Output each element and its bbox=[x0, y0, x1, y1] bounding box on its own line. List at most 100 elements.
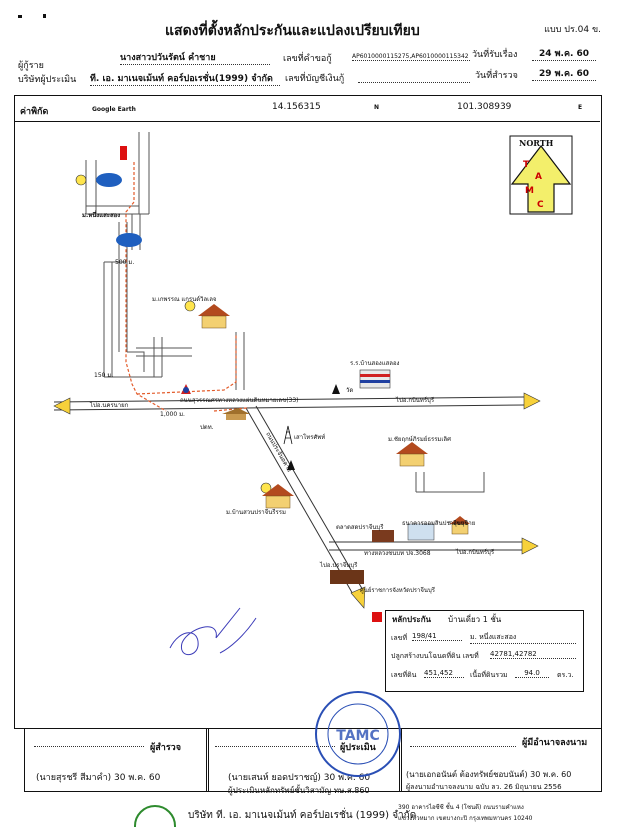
signature-line bbox=[215, 746, 335, 747]
coord-source: Google Earth bbox=[92, 106, 136, 113]
received-date-label: วันที่รับเรื่อง bbox=[472, 50, 518, 60]
route-dashed bbox=[125, 162, 248, 412]
legend-land-label: เลขที่ดิน bbox=[391, 671, 417, 679]
petrol-station-icon bbox=[181, 384, 191, 394]
legend-land-value: 451,452 bbox=[424, 669, 464, 678]
comp-marker-2 bbox=[184, 300, 196, 312]
signature-box-appraiser bbox=[206, 728, 402, 792]
scan-mark bbox=[43, 14, 46, 18]
temple-icon bbox=[332, 384, 340, 394]
signature-line bbox=[410, 746, 516, 747]
appraiser-title: ผู้ประเมิน bbox=[340, 743, 376, 753]
wat-label: วัด bbox=[346, 387, 354, 394]
distance-500: 500 ม. bbox=[115, 259, 135, 266]
comp-marker-1 bbox=[75, 174, 87, 186]
to-kabin2-label: ไปอ.กบินทร์บุรี bbox=[456, 549, 495, 556]
survey-date-value: 29 พ.ค. 60 bbox=[532, 66, 596, 81]
diagonal-road bbox=[245, 405, 366, 609]
legend-area-label: เนื้อที่ดินรวม bbox=[470, 671, 508, 679]
tower-icon bbox=[283, 425, 293, 445]
collateral-legend bbox=[385, 610, 584, 692]
main-road-label: ถนนสุวรรณศรทางหลวงแผ่นดินหมายเลข(33) bbox=[180, 397, 299, 404]
pond bbox=[116, 233, 142, 247]
footer-address-2: แขวงหัวหมาก เขตบางกะปิ กรุงเทพมหานคร 102… bbox=[398, 815, 533, 822]
coord-row bbox=[14, 95, 600, 122]
borrower-name: นางสาวปวันรัตน์ คำชาย bbox=[120, 50, 270, 65]
legend-village: ม. หนึ่งแสะสอง bbox=[470, 632, 576, 644]
tower-label: เสาโทรศัพท์ bbox=[294, 434, 326, 441]
authority-name: (นายเอกอนันต์ ต้องทรัพย์ชอบนันต์) 30 พ.ค… bbox=[406, 770, 572, 779]
coord-lat: 14.156315 bbox=[272, 102, 321, 112]
company-stamp: TAMC bbox=[315, 691, 401, 777]
bank-label: ธนาคารออมสินปราจีนบุรี bbox=[402, 520, 468, 527]
hospital-label: ศูนย์ราชการจังหวัดปราจีนบุรี bbox=[360, 587, 436, 594]
legend-deed-value: 42781,42782 bbox=[490, 650, 576, 659]
temple-icon bbox=[287, 460, 295, 470]
signature-line bbox=[34, 746, 144, 747]
pond bbox=[96, 173, 122, 187]
authority-title: ผู้มีอำนาจลงนาม bbox=[522, 738, 588, 748]
coord-lon: 101.308939 bbox=[457, 102, 512, 112]
surveyor-name: (นายสุรชรี สีมาคำ) 30 พ.ค. 60 bbox=[36, 773, 161, 783]
school-icon bbox=[359, 369, 391, 389]
page-title: แสดงที่ตั้งหลักประกันและแปลงเปรียบเทียบ bbox=[165, 23, 420, 39]
distance-150: 150 ม. bbox=[94, 372, 114, 379]
school-label: ร.ร.บ้านสองแสลอง bbox=[350, 360, 400, 367]
market-label: ตลาดสดปราจีนบุรี bbox=[336, 524, 384, 531]
appraiser-name: (นายเสนห์ ยอดปราชญ์) 30 พ.ค. 60 bbox=[228, 773, 371, 783]
hwy-3068-label: ทางหลวงชนบท ปจ.3068 bbox=[364, 550, 431, 557]
main-highway bbox=[53, 392, 541, 415]
signature-box-authority bbox=[399, 728, 602, 792]
form-number: แบบ ปร.04 ข. bbox=[544, 25, 601, 35]
building-icon bbox=[330, 523, 435, 584]
coord-lat-dir: N bbox=[374, 104, 380, 111]
lodge-label: ร.สุขสบาย bbox=[448, 520, 476, 527]
house-icon bbox=[262, 484, 294, 509]
village-top-label: ม.หนึ่งแสะสอง bbox=[82, 212, 121, 219]
signature-box-surveyor bbox=[24, 728, 209, 792]
comp-village-2: ม.เกพรรณ แกรนด์วิลเลจ bbox=[152, 296, 217, 303]
village-place-label: ม.ชัยฤกษ์ภิรมย์ธรรมเลิศ bbox=[388, 436, 451, 443]
distance-1000: 1,000 ม. bbox=[160, 411, 185, 418]
comp-village-3: ม.บ้านสวนปราจีนรีรรม bbox=[226, 509, 286, 516]
to-nakhonnayok-label: ไปอ.นครนายก bbox=[90, 402, 129, 409]
borrower-id-label: เลขที่คำขอกู้ bbox=[283, 54, 332, 64]
prachin-road-label: ไปอ.ปราจีนบุรี bbox=[320, 562, 358, 569]
borrower-label: ผู้กู้ราย bbox=[18, 61, 44, 71]
appraiser-license: ผู้ประเมินหลักทรัพย์ชั้นวิสามัญ ทษ.ส.860 bbox=[228, 786, 370, 795]
account-label: เลขที่บัญชีเงินกู้ bbox=[285, 74, 345, 84]
house-icon bbox=[396, 442, 428, 467]
legend-subtitle: บ้านเดี่ยว 1 ชั้น bbox=[448, 615, 502, 624]
legend-area-value: 94.0 bbox=[515, 669, 549, 678]
house-icon bbox=[450, 516, 470, 535]
to-kabinburi-label: ไปอ.กบินทร์บุรี bbox=[396, 397, 435, 404]
coord-lon-dir: E bbox=[578, 104, 583, 111]
legend-no-label: เลขที่ bbox=[391, 634, 408, 642]
lower-road bbox=[329, 537, 539, 555]
legend-area-unit: ตร.ว. bbox=[557, 671, 574, 679]
account-value-line bbox=[358, 82, 470, 83]
borrower-id-value: AP6010000115275,AP6010000115342 bbox=[352, 53, 470, 61]
legend-deed-label: ปลูกสร้างบนโฉนดที่ดิน เลขที่ bbox=[391, 652, 479, 660]
petrol-label: ปตท. bbox=[200, 424, 214, 431]
house-icon bbox=[198, 304, 230, 329]
legend-marker bbox=[372, 612, 382, 622]
tamc-letter-a: A bbox=[535, 172, 542, 182]
tamc-letter-c: C bbox=[537, 200, 544, 210]
legend-title: หลักประกัน bbox=[392, 615, 432, 624]
svg-text:TAMC: TAMC bbox=[336, 728, 380, 744]
north-label: NORTH bbox=[519, 138, 554, 148]
tamc-letter-m: M bbox=[525, 186, 534, 196]
subject-marker bbox=[120, 146, 127, 160]
company-logo bbox=[134, 805, 176, 827]
coord-label: ค่าพิกัด bbox=[20, 107, 49, 117]
footer-company: บริษัท ที. เอ. มาเนจเม้นท์ คอร์ปอเรชั่น … bbox=[188, 810, 417, 821]
scan-mark bbox=[18, 15, 22, 18]
legend-no-value: 198/41 bbox=[412, 632, 462, 641]
shop-icon bbox=[222, 408, 250, 420]
survey-date-label: วันที่สำรวจ bbox=[475, 71, 518, 81]
received-date-value: 24 พ.ค. 60 bbox=[532, 46, 596, 61]
footer-address-1: 390 อาคารไอซีซี ชั้น 4 (โซนดี) ถนนรามคำแ… bbox=[398, 804, 524, 811]
north-indicator bbox=[509, 135, 573, 215]
authority-note: ผู้ลงนามอำนาจลงนาม ฉบับ ลว. 26 มิถุนายน … bbox=[406, 783, 562, 791]
